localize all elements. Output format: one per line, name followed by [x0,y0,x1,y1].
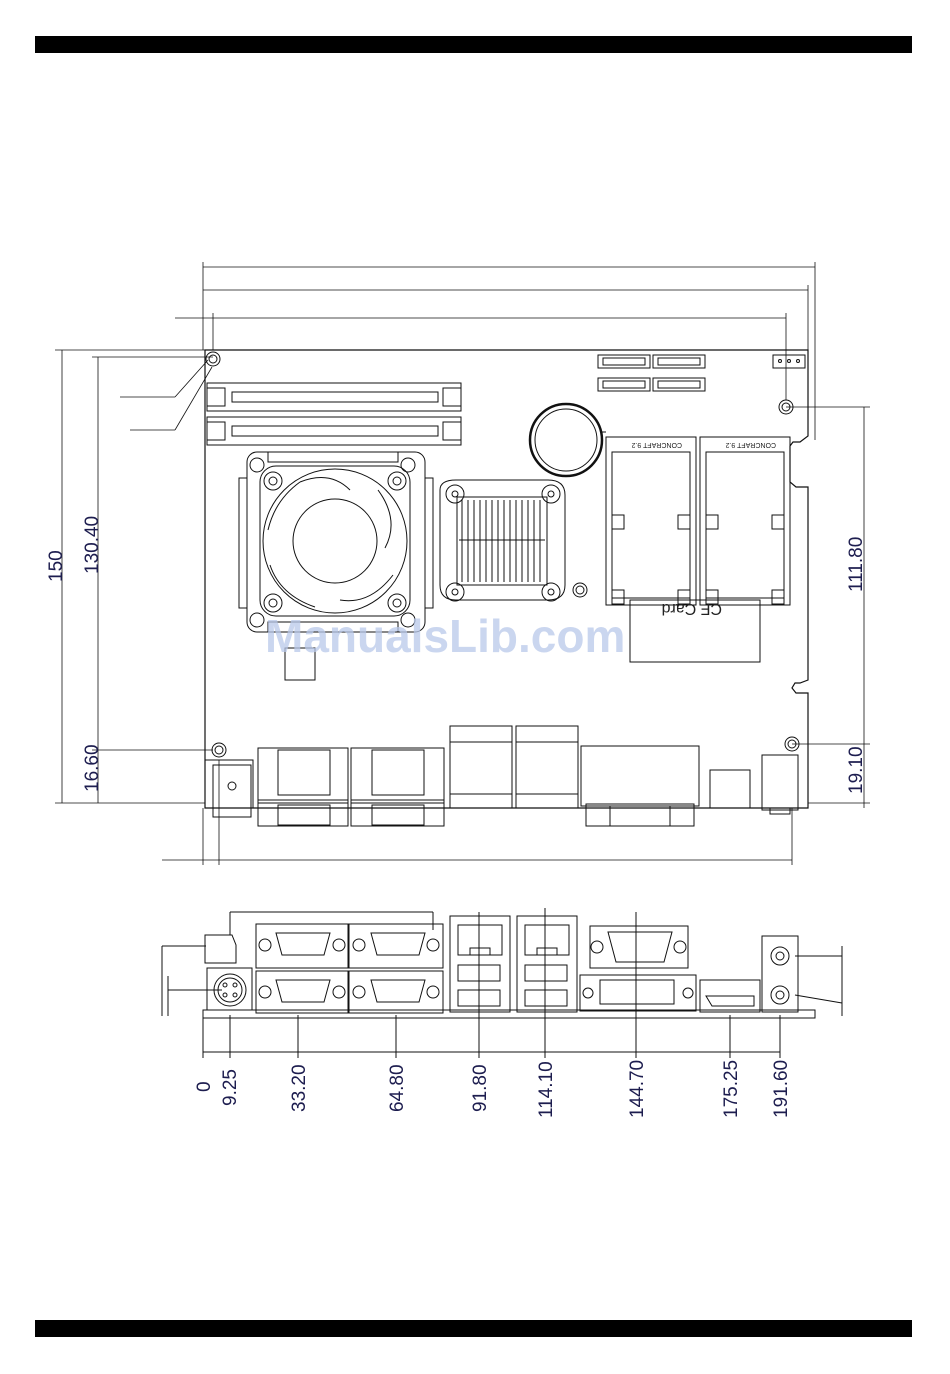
watermark: ManualsLib.com [265,610,625,662]
rear-view [162,908,842,1058]
dim-0: 0 [194,1081,215,1092]
sata-connectors [598,355,805,391]
dim-130-40: 130.40 [82,516,103,574]
dim-16-60: 16.60 [82,744,103,792]
battery [530,404,606,476]
dim-91-80: 91.80 [470,1064,491,1112]
chipset-heatsink [440,480,565,601]
dim-175-25: 175.25 [721,1060,742,1118]
cf-card-label: CF Card [662,600,722,617]
memory-slots [207,383,461,445]
dim-144-70: 144.70 [627,1060,648,1118]
board-labels: CONCRAFT 9.2 CONCRAFT 9.2 CF Card [631,441,776,617]
minipcie-sockets [606,437,790,662]
dim-9-25: 9.25 [220,1069,241,1106]
dim-111-80: 111.80 [846,537,867,592]
dim-19-10: 19.10 [846,746,867,794]
rear-view-dimension-text: 0 9.25 33.20 64.80 91.80 114.10 144.70 1… [194,1060,792,1118]
board-outline [205,350,808,808]
socket-label-a: CONCRAFT 9.2 [631,441,682,448]
socket-label-b: CONCRAFT 9.2 [725,441,776,448]
dim-64-80: 64.80 [387,1064,408,1112]
dim-150: 150 [46,550,67,582]
rear-io-top-view [205,726,798,826]
dim-33-20: 33.20 [289,1064,310,1112]
dim-114-10: 114.10 [536,1061,557,1118]
dim-191-60: 191.60 [771,1060,792,1118]
